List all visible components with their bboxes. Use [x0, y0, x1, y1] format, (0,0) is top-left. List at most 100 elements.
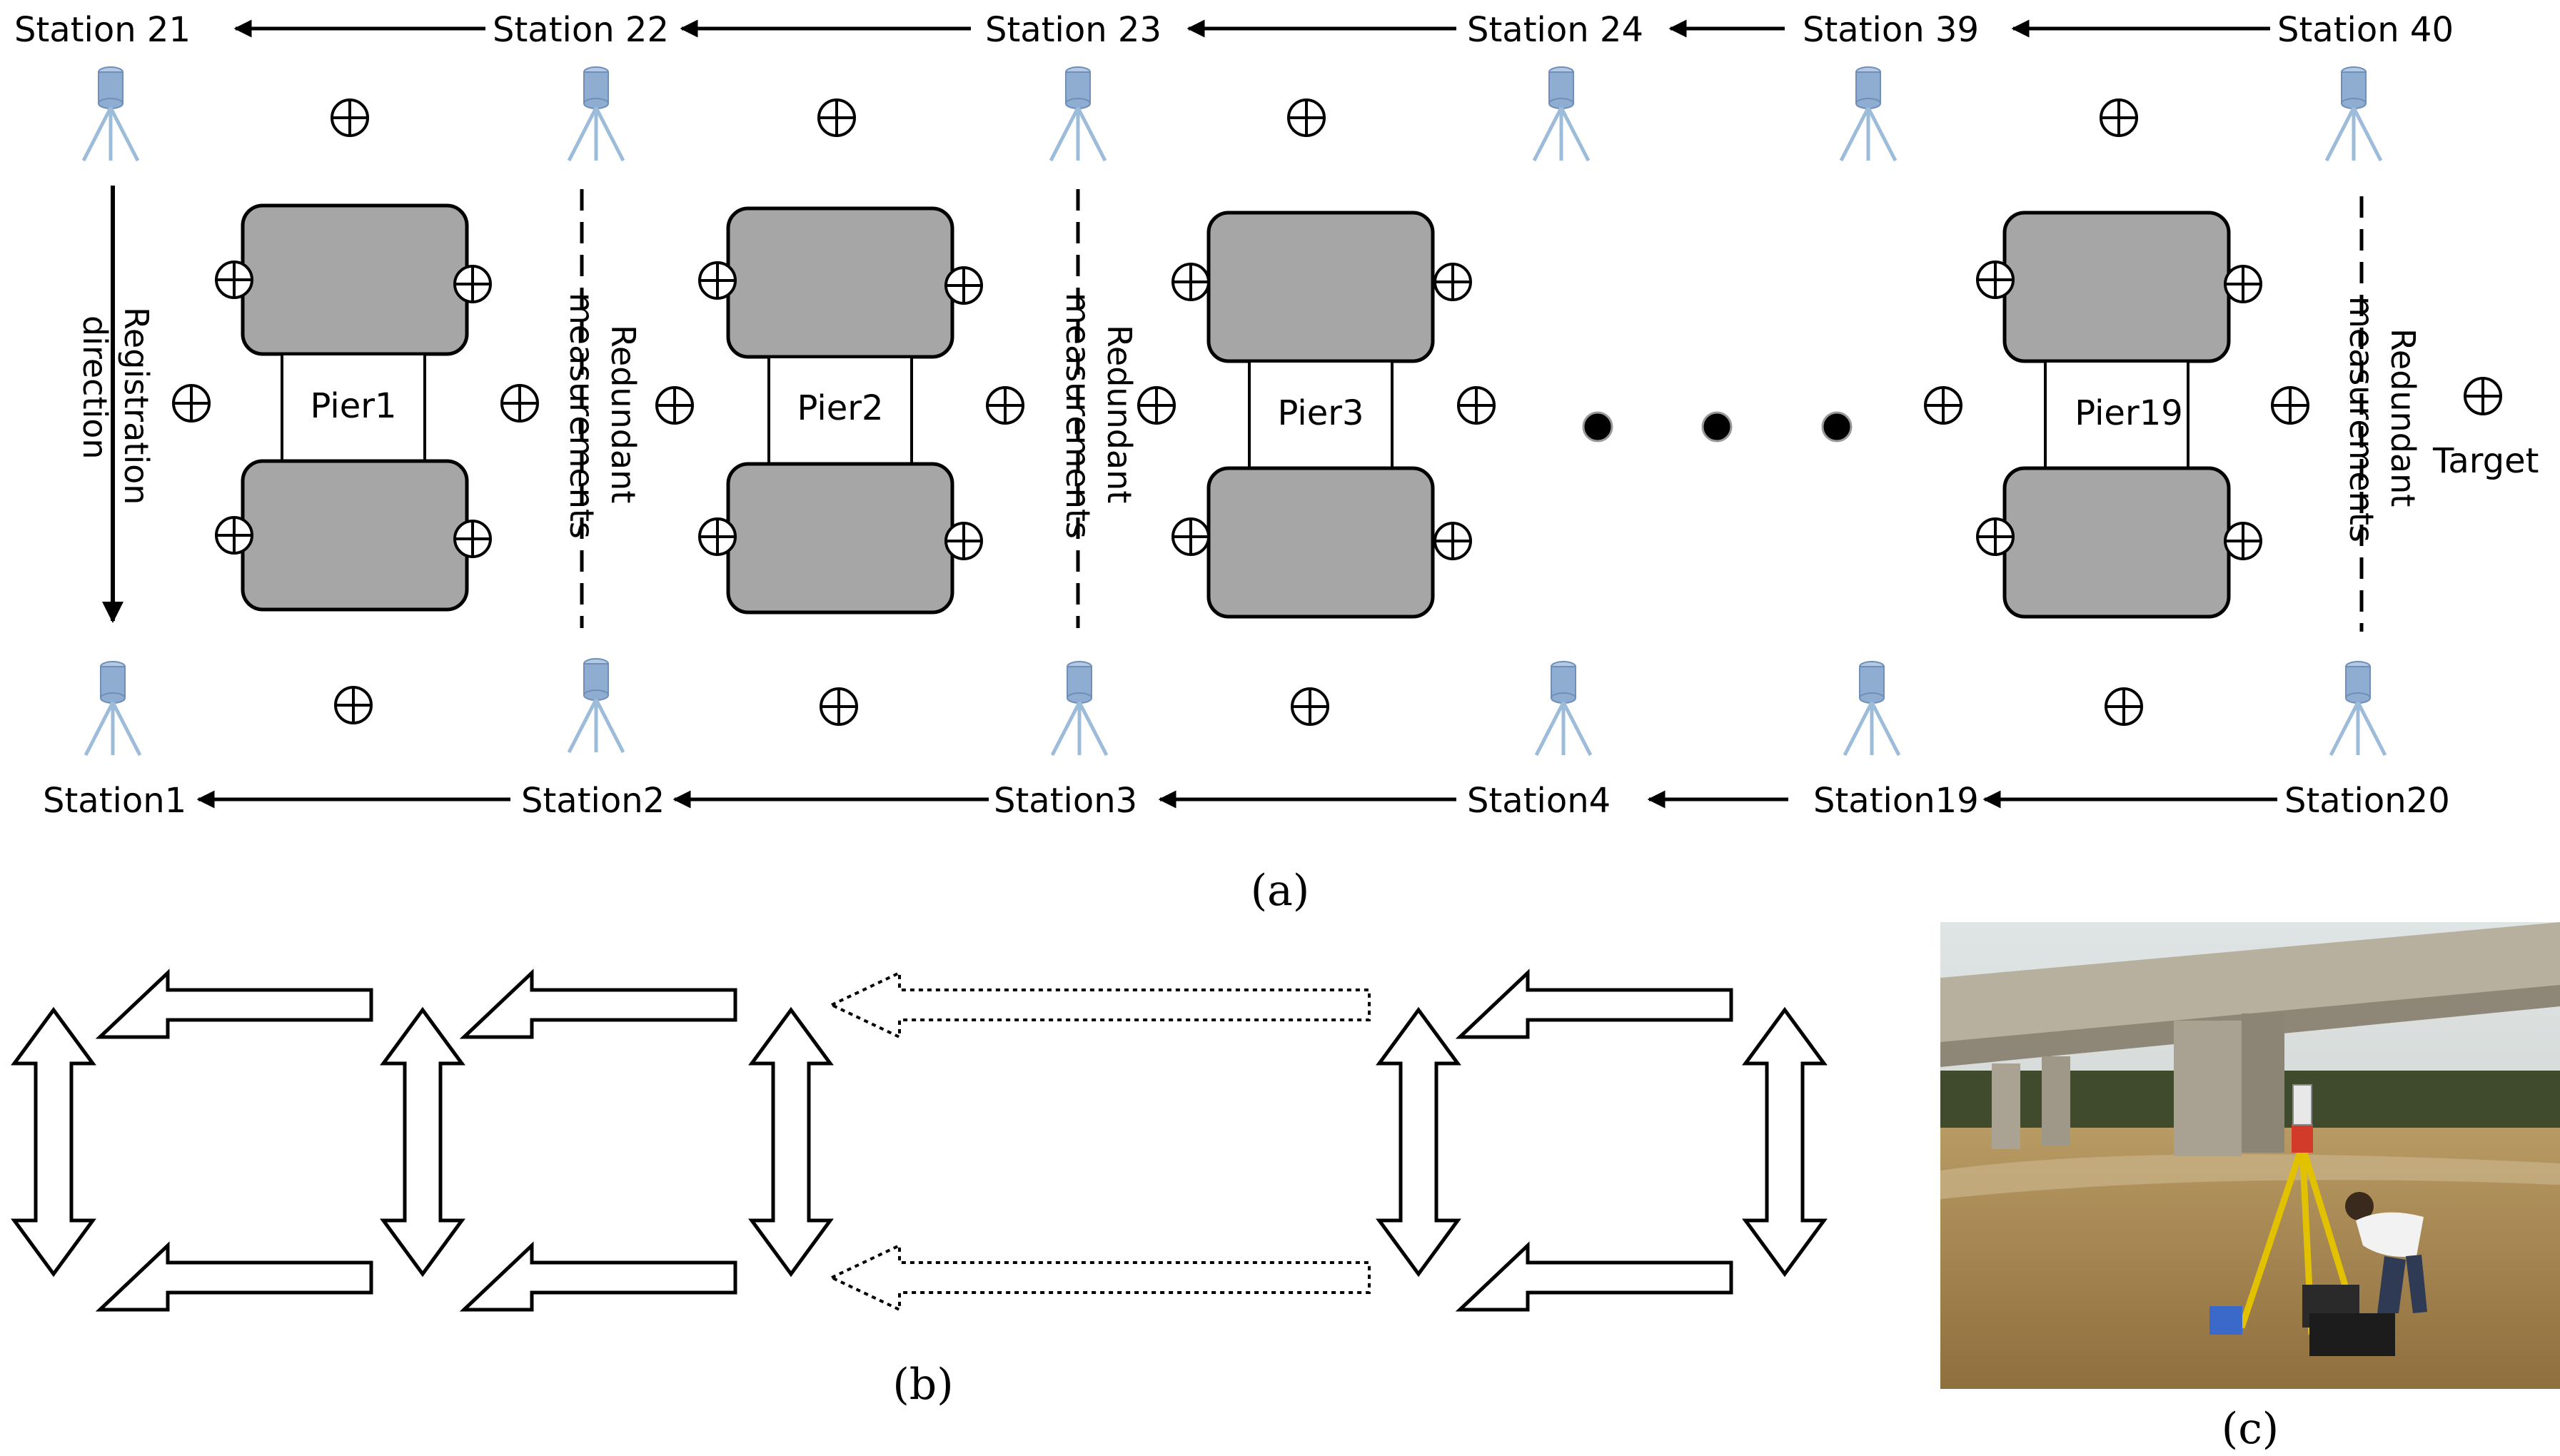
station-label: Station 40 [2277, 10, 2454, 50]
station-label: Station 39 [1803, 10, 1979, 50]
pier-3: Pier3 [1171, 211, 1472, 619]
target-crosshair-icon [453, 520, 492, 558]
target-crosshair-icon [1171, 517, 1210, 556]
target-crosshair-icon [2100, 98, 2138, 137]
redundant-label-line2: measurements [563, 293, 601, 539]
left-arrow-icon [464, 1245, 735, 1310]
station-label: Station3 [994, 781, 1137, 821]
scanner-tripod-icon [1051, 67, 1105, 161]
target-crosshair-icon [2224, 522, 2262, 560]
left-arrow-icon [464, 973, 735, 1037]
target-crosshair-icon [2271, 386, 2309, 425]
target-crosshair-icon [655, 386, 694, 425]
station-label: Station2 [521, 781, 665, 821]
redundant-label-line1: Redundant [604, 325, 642, 503]
station-label: Station 21 [14, 10, 191, 50]
panel-b [14, 970, 1824, 1313]
scanner-tripod-icon [1534, 67, 1588, 161]
target-crosshair-icon [500, 384, 539, 423]
station-label: Station4 [1467, 781, 1611, 821]
station-label: Station20 [2284, 781, 2450, 821]
target-crosshair-icon [1976, 261, 2015, 299]
target-crosshair-icon [1924, 386, 1962, 425]
station-label: Station1 [43, 781, 186, 821]
station-label: Station 24 [1467, 10, 1643, 50]
target-crosshair-icon [1457, 386, 1496, 425]
pier-label: Pier3 [1277, 393, 1364, 433]
bottom-scanners [86, 659, 2385, 755]
double-arrow-icon [1379, 1010, 1458, 1274]
redundant-labels: Redundant measurements Redundant measure… [563, 293, 2422, 542]
scanner-tripod-icon [1841, 67, 1895, 161]
left-arrow-icon [100, 1245, 371, 1310]
target-crosshair-icon [944, 266, 983, 305]
double-arrow-icon [752, 1010, 830, 1274]
pier-2: Pier2 [698, 206, 983, 615]
target-label: Target [2432, 441, 2539, 481]
scanner-tripod-icon [569, 67, 623, 161]
redundant-label-line2: measurements [2342, 296, 2381, 542]
target-crosshair-icon [698, 517, 737, 556]
double-arrow-icon [14, 1010, 93, 1274]
redundant-label-line1: Redundant [1100, 325, 1139, 503]
caption-a: (a) [1251, 866, 1310, 916]
target-crosshair-icon [1433, 263, 1472, 301]
scanner-tripod-icon [1052, 662, 1107, 755]
panel-c-photo [1940, 922, 2560, 1389]
double-arrow-icon [383, 1010, 462, 1274]
redundant-dashed-lines [580, 189, 2364, 632]
target-crosshair-icon [1976, 517, 2015, 556]
double-arrow-icon [1745, 1010, 1824, 1274]
bottom-station-labels: Station1 Station2 Station3 Station4 Stat… [43, 781, 2450, 821]
target-crosshair-icon [215, 516, 253, 555]
target-crosshair-icon [172, 384, 211, 423]
target-crosshair-icon [2464, 377, 2502, 415]
scanner-tripod-icon [86, 662, 140, 755]
target-crosshair-icon [817, 98, 856, 137]
ellipsis-dot-icon [1582, 411, 1613, 443]
station-label: Station19 [1813, 781, 1979, 821]
pier-1: Pier1 [215, 203, 492, 612]
scanner-tripod-icon [1845, 662, 1899, 755]
target-crosshair-icon [2224, 265, 2262, 303]
target-crosshair-icon [820, 687, 858, 726]
pier-19: Pier19 [1976, 211, 2262, 619]
target-crosshair-icon [986, 386, 1024, 425]
left-arrow-icon [828, 970, 1371, 1040]
scanner-tripod-icon [84, 67, 138, 161]
left-arrow-icon [1460, 1245, 1731, 1310]
target-crosshair-icon [1171, 263, 1210, 301]
pier-label: Pier1 [310, 386, 396, 426]
scanner-tripod-icon [1536, 662, 1591, 755]
ellipsis-dot-icon [1821, 411, 1853, 443]
target-crosshair-icon [334, 686, 373, 724]
caption-c: (c) [2222, 1404, 2279, 1454]
top-scanners [84, 67, 2381, 161]
target-crosshair-icon [698, 261, 737, 300]
top-station-labels: Station 21 Station 22 Station 23 Station… [14, 10, 2454, 50]
redundant-label-line2: measurements [1059, 293, 1097, 539]
target-crosshair-icon [944, 522, 983, 560]
scanner-tripod-icon [569, 659, 623, 752]
target-crosshair-icon [1291, 687, 1329, 726]
registration-label-line1: Registration [117, 307, 156, 505]
target-crosshair-icon [1433, 522, 1472, 560]
panel-a: Station 21 Station 22 Station 23 Station… [14, 10, 2539, 916]
target-crosshair-icon [453, 265, 492, 303]
pier-label: Pier2 [797, 388, 883, 428]
station-label: Station 22 [493, 10, 669, 50]
scanner-tripod-icon [2331, 662, 2385, 755]
target-crosshair-icon [2105, 687, 2143, 726]
ellipsis [1582, 411, 1853, 443]
target-crosshair-icon [331, 98, 369, 137]
target-crosshair-icon [1137, 386, 1176, 425]
ellipsis-dot-icon [1701, 411, 1733, 443]
pier-label: Pier19 [2075, 393, 2183, 433]
caption-b: (b) [892, 1360, 953, 1410]
scanner-tripod-icon [2327, 67, 2381, 161]
station-label: Station 23 [985, 10, 1161, 50]
registration-direction-label: Registration direction [76, 307, 156, 505]
left-arrow-icon [100, 973, 371, 1037]
dotted-arrows [828, 970, 1371, 1313]
